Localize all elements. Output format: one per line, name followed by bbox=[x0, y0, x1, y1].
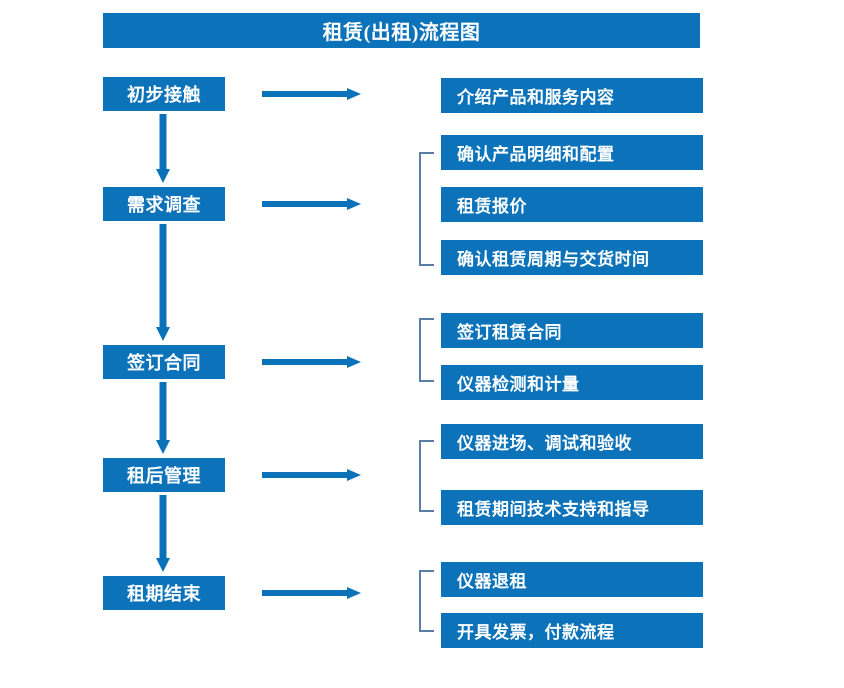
detail-box-6[interactable]: 仪器检测和计量 bbox=[441, 365, 703, 400]
group-bracket-2 bbox=[419, 318, 434, 382]
group-bracket-1 bbox=[419, 152, 434, 266]
vertical-arrow-3 bbox=[156, 382, 170, 454]
detail-box-5[interactable]: 签订租赁合同 bbox=[441, 313, 703, 348]
horizontal-arrow-4 bbox=[262, 469, 361, 481]
vertical-arrow-1 bbox=[156, 114, 170, 183]
flowchart-title: 租赁(出租)流程图 bbox=[103, 13, 700, 48]
vertical-arrow-4 bbox=[156, 495, 170, 572]
horizontal-arrow-5 bbox=[262, 587, 361, 599]
detail-box-8[interactable]: 租赁期间技术支持和指导 bbox=[441, 490, 703, 525]
vertical-arrow-2 bbox=[156, 224, 170, 341]
horizontal-arrow-2 bbox=[262, 198, 361, 210]
stage-box-5[interactable]: 租期结束 bbox=[103, 576, 225, 610]
detail-box-2[interactable]: 确认产品明细和配置 bbox=[441, 135, 703, 170]
stage-box-2[interactable]: 需求调查 bbox=[103, 187, 225, 221]
detail-box-10[interactable]: 开具发票，付款流程 bbox=[441, 613, 703, 648]
group-bracket-3 bbox=[419, 440, 434, 512]
stage-box-4[interactable]: 租后管理 bbox=[103, 458, 225, 492]
detail-box-4[interactable]: 确认租赁周期与交货时间 bbox=[441, 240, 703, 275]
stage-box-1[interactable]: 初步接触 bbox=[103, 77, 225, 111]
detail-box-3[interactable]: 租赁报价 bbox=[441, 187, 703, 222]
horizontal-arrow-3 bbox=[262, 356, 361, 368]
detail-box-9[interactable]: 仪器退租 bbox=[441, 562, 703, 597]
detail-box-7[interactable]: 仪器进场、调试和验收 bbox=[441, 424, 703, 459]
group-bracket-4 bbox=[419, 570, 434, 632]
horizontal-arrow-1 bbox=[262, 88, 361, 100]
stage-box-3[interactable]: 签订合同 bbox=[103, 345, 225, 379]
detail-box-1[interactable]: 介绍产品和服务内容 bbox=[441, 78, 703, 113]
